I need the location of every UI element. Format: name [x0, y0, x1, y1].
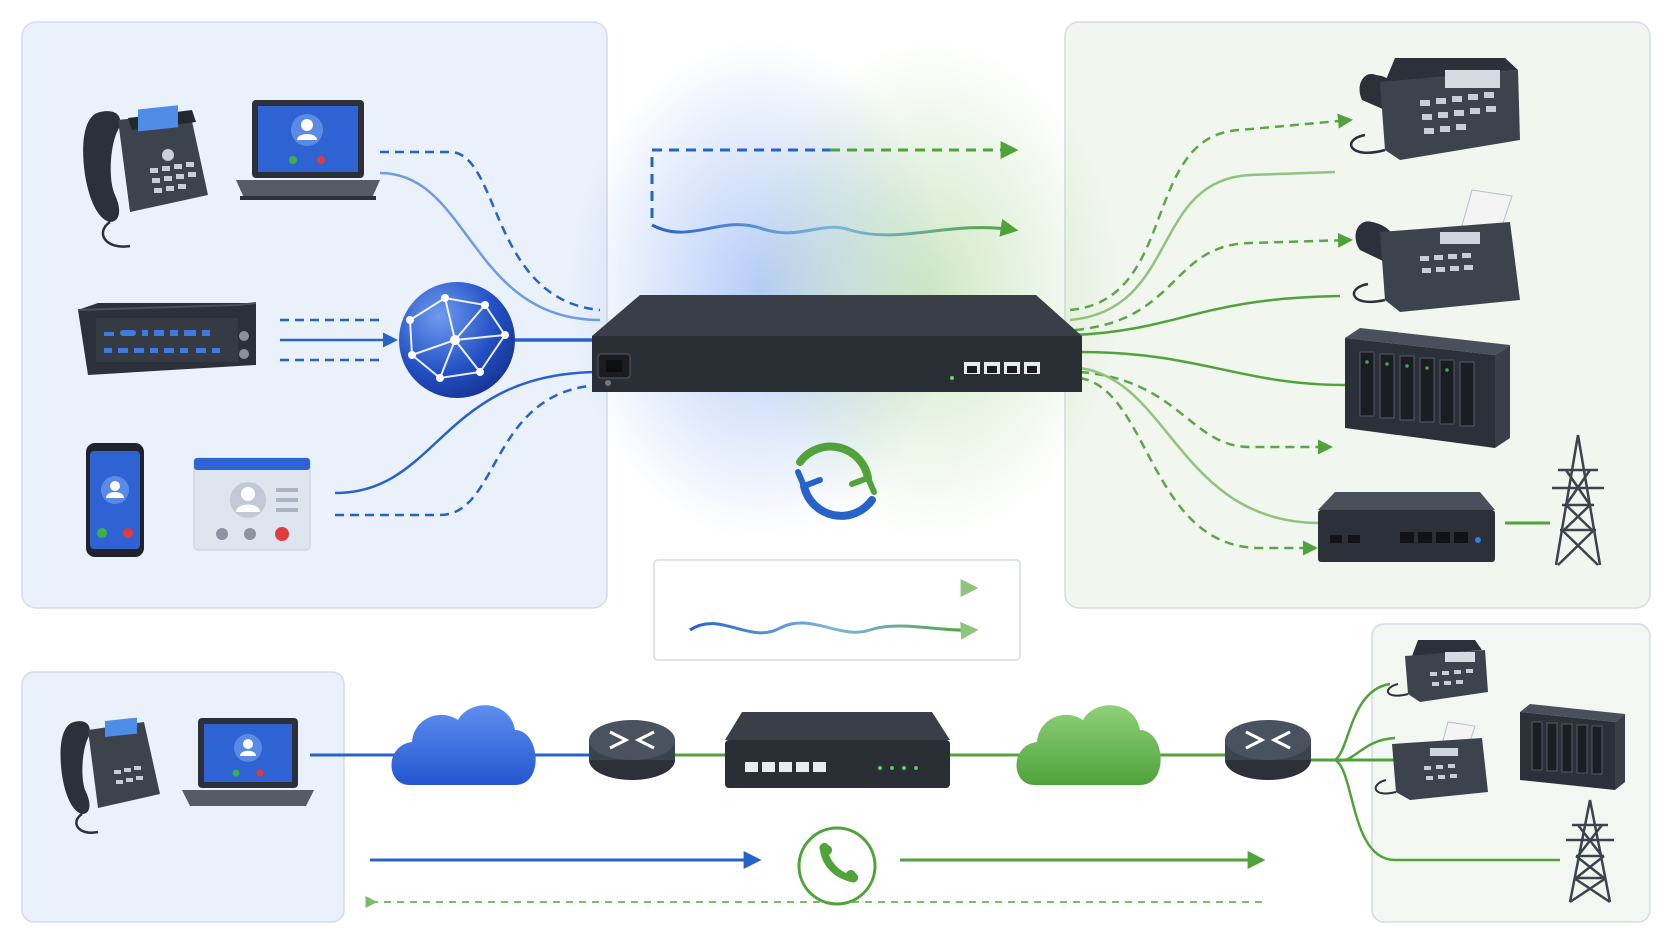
laptop-icon: [236, 100, 380, 200]
bottom-cabinet: [1520, 704, 1625, 790]
server-cabinet-icon: [1345, 328, 1510, 448]
bottom-analog-phone: [1387, 640, 1488, 702]
phone-handset-icon: [797, 826, 877, 906]
bottom-gateway: [725, 712, 950, 788]
adapter-box-icon: [1318, 492, 1495, 562]
bottom-ip-phone: [60, 717, 160, 834]
call-flow-arrows: [365, 851, 1266, 908]
gateway-icon: [592, 295, 1082, 392]
bottom-links: [310, 682, 1560, 862]
ip-phone-icon: [83, 105, 208, 248]
pstn-glow: [740, 40, 1120, 540]
analog-phone-icon: [1349, 58, 1520, 160]
pstn-cloud-icon: [1016, 705, 1161, 785]
video-call-icon: [193, 457, 311, 551]
legend-signals: [689, 579, 979, 640]
right-connections: [1069, 113, 1550, 556]
rack-unit-icon: [77, 302, 257, 375]
top-signal-arrows: [650, 141, 1019, 237]
fax-icon: [1352, 189, 1520, 312]
cloud-icon: [391, 705, 536, 785]
bottom-pylon: [1566, 799, 1614, 904]
pylon-icon: [1552, 434, 1604, 566]
bottom-fax: [1374, 721, 1488, 800]
globe-icon: [399, 282, 515, 398]
left-connections: [280, 150, 601, 517]
pstn-router-icon: [1225, 720, 1311, 780]
sync-arrows-icon: [795, 442, 877, 520]
bottom-laptop: [182, 718, 314, 806]
smartphone-icon: [86, 443, 144, 557]
signal-legend-box: [653, 559, 1021, 661]
router-icon: [589, 720, 675, 780]
